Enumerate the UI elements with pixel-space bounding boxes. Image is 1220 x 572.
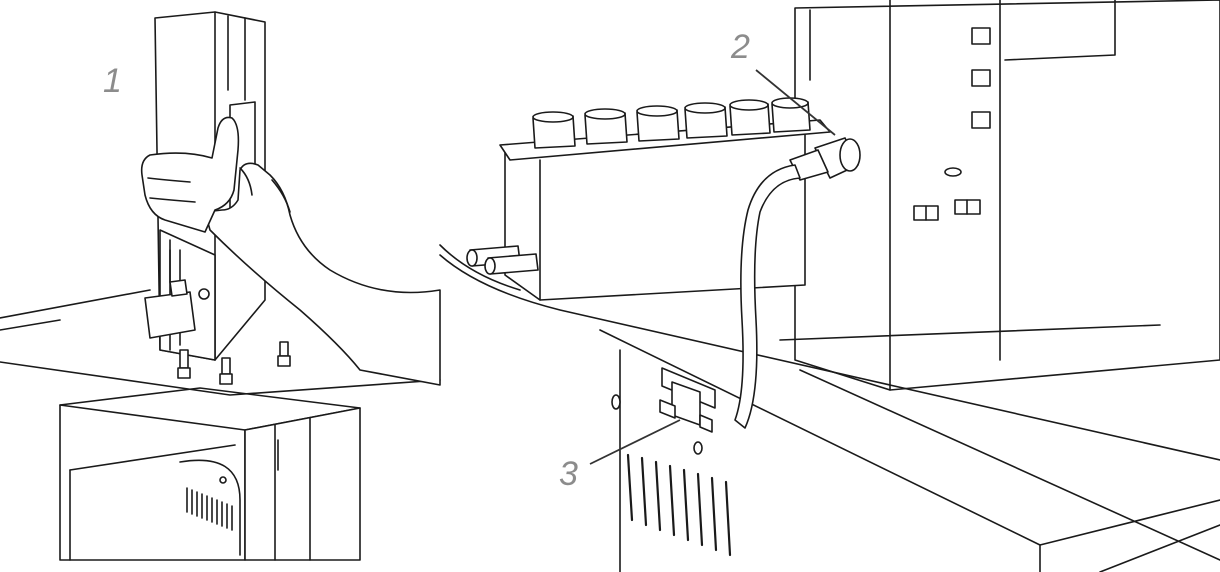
right-instrument-assembly: [439, 0, 1220, 572]
callout-2-leader-line: [755, 69, 836, 136]
callout-2: 2: [730, 28, 836, 136]
callout-3: 3: [559, 419, 681, 493]
callout-1: 1: [103, 62, 122, 100]
hose-clamp: [659, 367, 716, 433]
callout-label-1: 1: [103, 62, 122, 100]
left-cabinet-vents: [186, 487, 233, 531]
left-nozzles: [177, 341, 291, 385]
callout-label-3: 3: [559, 455, 578, 493]
callout-3-leader-line: [589, 419, 681, 465]
left-instrument-module: [0, 11, 441, 561]
reagent-bottles: [532, 97, 811, 149]
callout-label-2: 2: [730, 28, 750, 66]
hand-gripping-module: [140, 116, 441, 386]
panel-buttons: [913, 27, 991, 221]
bench-vents: [626, 453, 732, 557]
